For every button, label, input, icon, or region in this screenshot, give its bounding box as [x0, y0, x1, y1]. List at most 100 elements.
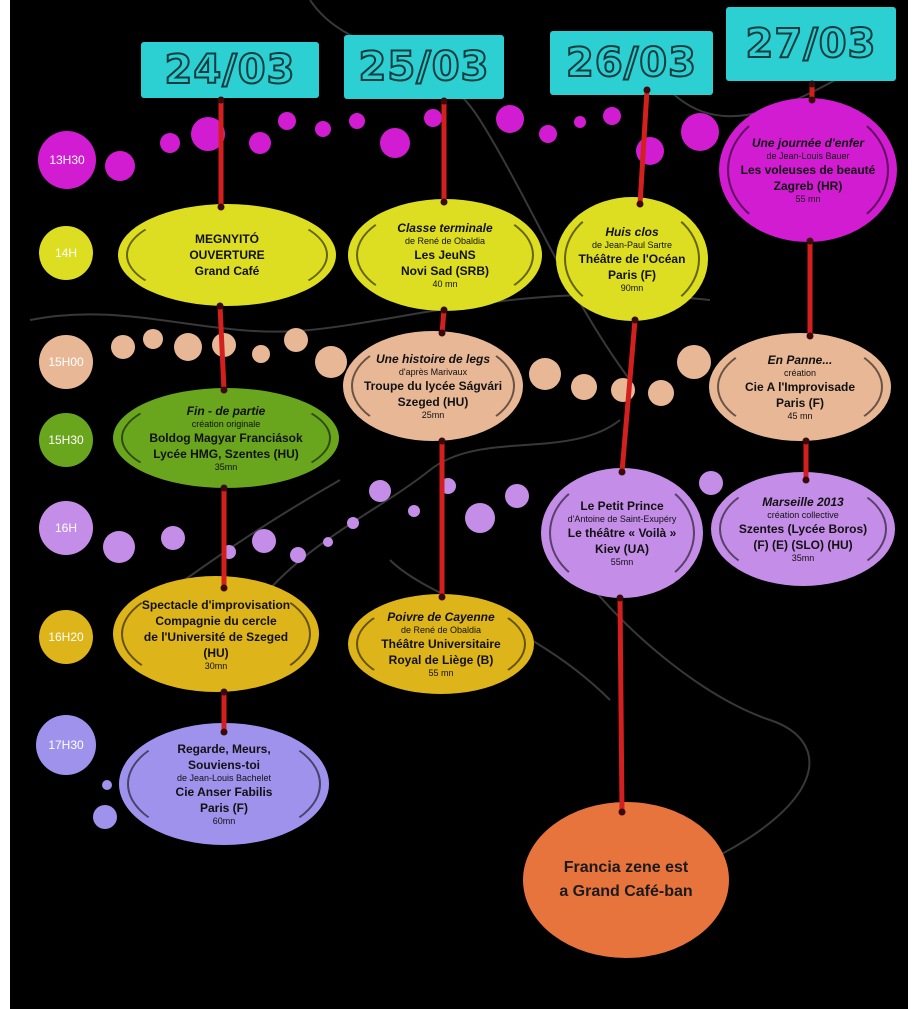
date-header-26-03: 26/03	[550, 31, 713, 95]
decor-bubble	[347, 517, 359, 529]
event-subtitle: création collective	[767, 509, 839, 520]
event-body-line: Souviens-toi	[187, 758, 260, 772]
event-subtitle: de René de Obaldia	[400, 624, 482, 635]
event-title: Huis clos	[605, 224, 659, 239]
decor-bubble	[603, 107, 621, 125]
decor-bubble	[574, 116, 586, 128]
decor-bubble	[611, 378, 635, 402]
decor-bubble	[278, 112, 296, 130]
event-duration: 35mn	[791, 552, 815, 563]
event-subtitle: d'Antoine de Saint-Exupéry	[567, 514, 677, 524]
event-body-line: Les voleuses de beauté	[740, 162, 876, 177]
event-subtitle: création	[783, 367, 817, 378]
decor-bubble	[191, 117, 225, 151]
event-petit-prince: Le Petit Prince d'Antoine de Saint-Exupé…	[541, 468, 703, 598]
event-duration: 30mn	[204, 660, 228, 671]
decor-bubble	[323, 537, 333, 547]
event-body-line: Spectacle d'improvisation	[141, 597, 291, 612]
decor-bubble	[93, 805, 117, 829]
event-body-line: Szentes (Lycée Boros)	[738, 521, 868, 536]
event-huis-clos: Huis clos de Jean-Paul Sartre Théâtre de…	[556, 197, 708, 321]
date-header-25-03: 25/03	[344, 35, 504, 99]
decor-bubble	[636, 137, 664, 165]
event-fin-de-partie: Fin - de partie création originale Boldo…	[113, 388, 339, 488]
event-body-line: Théâtre Universitaire	[381, 636, 501, 651]
decor-bubble	[380, 128, 410, 158]
event-body-line: Le Petit Prince	[580, 499, 664, 513]
event-duration: 55 mn	[428, 667, 454, 678]
decor-bubble	[699, 471, 723, 495]
decor-bubble	[160, 133, 180, 153]
event-duration: 35mn	[214, 461, 238, 472]
decor-bubble	[161, 526, 185, 550]
decor-bubble	[648, 380, 674, 406]
event-body-line: Lycée HMG, Szentes (HU)	[153, 446, 299, 461]
event-body-line: (F) (E) (SLO) (HU)	[753, 537, 853, 552]
final-line-1: Francia zene est	[563, 859, 689, 876]
event-megnyito: MEGNYITÓ OUVERTURE Grand Café	[118, 204, 336, 306]
decor-bubble	[349, 113, 365, 129]
decorative-bubbles	[93, 105, 723, 829]
decor-bubble	[111, 335, 135, 359]
event-body-line: Boldog Magyar Franciások	[149, 430, 303, 445]
decor-bubble	[529, 358, 561, 390]
event-body-line: Szeged (HU)	[397, 394, 469, 409]
decor-bubble	[539, 125, 557, 143]
event-subtitle: création originale	[191, 418, 261, 429]
decor-bubble	[174, 333, 202, 361]
time-slot-1620: 16H20	[39, 610, 93, 664]
event-poivre-de-cayenne: Poivre de Cayenne de René de Obaldia Thé…	[348, 594, 534, 694]
event-title: Marseille 2013	[762, 494, 844, 509]
event-body-line: Cie Anser Fabilis	[175, 785, 273, 799]
event-title: En Panne...	[767, 352, 833, 367]
event-marseille-2013: Marseille 2013 création collective Szent…	[711, 472, 895, 586]
event-subtitle: de René de Obaldia	[404, 235, 486, 246]
event-title: Poivre de Cayenne	[387, 609, 495, 624]
time-slot-1730: 17H30	[36, 715, 96, 775]
date-header-24-03: 24/03	[141, 42, 319, 98]
decor-bubble	[252, 529, 276, 553]
event-body-line: Paris (F)	[199, 801, 248, 815]
final-line-2: a Grand Café-ban	[559, 883, 693, 900]
event-body-line: Regarde, Meurs,	[177, 742, 271, 756]
event-body-line: Compagnie du cercle	[155, 613, 277, 628]
decor-bubble	[424, 109, 442, 127]
event-duration: 55mn	[610, 557, 634, 567]
time-slot-1530: 15H30	[39, 413, 93, 467]
decor-bubble	[249, 132, 271, 154]
event-classe-terminale: Classe terminale de René de Obaldia Les …	[348, 199, 542, 311]
event-subtitle: de Jean-Louis Bauer	[766, 150, 850, 161]
decor-bubble	[252, 345, 270, 363]
decor-bubble	[143, 329, 163, 349]
decor-bubble	[369, 480, 391, 502]
decor-bubble	[571, 374, 597, 400]
decor-bubble	[103, 531, 135, 563]
event-journee-d-enfer: Une journée d'enfer de Jean-Louis Bauer …	[719, 98, 897, 242]
event-duration: 40 mn	[432, 278, 458, 289]
event-spectacle: Spectacle d'improvisation Compagnie du c…	[113, 576, 319, 692]
event-body-line: Grand Café	[194, 264, 260, 278]
decor-bubble	[105, 151, 135, 181]
event-body-line: Paris (F)	[775, 395, 824, 410]
time-slot-16: 16H	[39, 501, 93, 555]
decor-bubble	[677, 345, 711, 379]
event-body-line: Théâtre de l'Océan	[578, 251, 686, 266]
event-duration: 60mn	[212, 816, 236, 826]
event-duration: 25mn	[421, 409, 445, 420]
event-title: Fin - de partie	[186, 403, 266, 418]
decor-bubble	[212, 333, 236, 357]
event-duration: 90mn	[620, 282, 644, 293]
decor-bubble	[315, 121, 331, 137]
event-regarde: Regarde, Meurs, Souviens-toi de Jean-Lou…	[119, 723, 329, 845]
decor-bubble	[408, 505, 420, 517]
event-body-line: (HU)	[203, 645, 229, 660]
event-subtitle: d'après Marivaux	[398, 366, 468, 377]
decor-bubble	[496, 105, 524, 133]
event-subtitle: de Jean-Louis Bachelet	[176, 773, 272, 783]
time-slot-1500: 15H00	[39, 335, 93, 389]
decor-bubble	[290, 547, 306, 563]
event-body-line: de l'Université de Szeged	[143, 629, 289, 644]
event-body-line: MEGNYITÓ	[194, 232, 259, 246]
decor-bubble	[681, 113, 719, 151]
event-body-line: Le théâtre « Voilà »	[567, 526, 677, 540]
